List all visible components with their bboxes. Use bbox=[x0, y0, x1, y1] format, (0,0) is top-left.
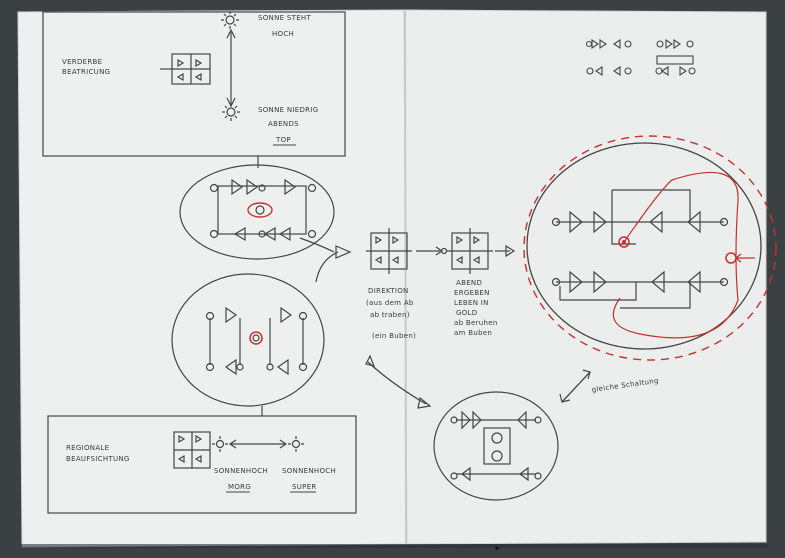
right-note-5: ab Beruhen bbox=[454, 319, 498, 327]
middle-note-1: DIREKTION bbox=[368, 287, 409, 295]
bottom-box-title-2: BEAUFSICHTUNG bbox=[66, 455, 130, 463]
top-sun-bottom-label-1: SONNE NIEDRIG bbox=[258, 106, 318, 114]
bottom-box-label-1: SONNENHOCH bbox=[214, 467, 268, 475]
right-page bbox=[404, 10, 766, 544]
top-sun-top-label-2: HOCH bbox=[272, 30, 294, 38]
page-fold bbox=[405, 11, 406, 544]
bottom-box-sub-2: SUPER bbox=[292, 483, 317, 491]
middle-note-3: ab traben) bbox=[370, 311, 410, 319]
top-box-title-2: BEATRICUNG bbox=[62, 68, 110, 76]
top-sun-bottom-label-2: ABENDS bbox=[268, 120, 299, 128]
bottom-box-sub-1: MORG bbox=[228, 483, 251, 491]
middle-note-4: (ein Buben) bbox=[372, 332, 416, 340]
middle-note-2: (aus dem Ab bbox=[366, 299, 414, 307]
right-note-4: GOLD bbox=[456, 309, 477, 317]
right-note-6: am Buben bbox=[454, 329, 492, 337]
top-sun-top-label-1: SONNE STEHT bbox=[258, 14, 311, 22]
top-box-title-1: VERDERBE bbox=[62, 58, 102, 66]
bottom-box-title-1: REGIONALE bbox=[66, 444, 109, 452]
page-shadow-bottom bbox=[20, 544, 768, 548]
right-note-3: LEBEN IN bbox=[454, 299, 489, 307]
top-box-footer: TOP bbox=[275, 136, 291, 144]
right-note-2: ERGEBEN bbox=[454, 289, 490, 297]
right-note-1: ABEND bbox=[456, 279, 482, 287]
left-page bbox=[18, 10, 407, 547]
bottom-box-label-2: SONNENHOCH bbox=[282, 467, 336, 475]
